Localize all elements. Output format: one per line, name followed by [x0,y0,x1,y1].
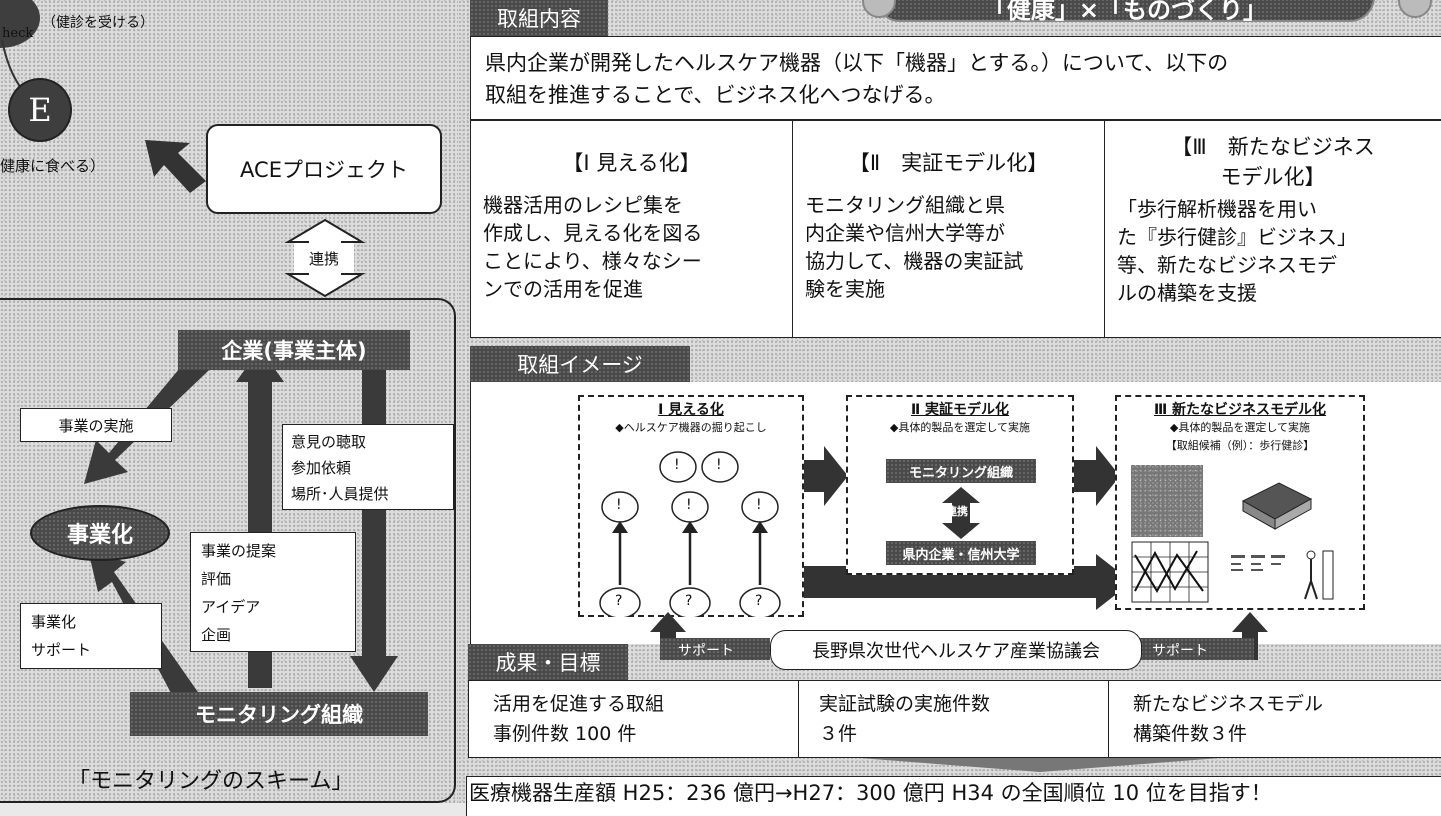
device-image [1241,482,1313,530]
col-1-line-1: 機器活用のレシピ集を [483,193,683,217]
support-line-2: サポート [31,641,92,659]
section-result: 成果・目標 [468,644,628,680]
excl-1: ! [674,457,680,473]
col-3-line-4: ルの構築を支援 [1117,281,1257,305]
gait-chart [1131,541,1209,603]
col-1: 【Ⅰ 見える化】 機器活用のレシピ集を 作成し、見える化を図る ことにより、様々… [471,121,793,337]
col-3-line-3: 等、新たなビジネスモデ [1117,253,1337,277]
excl-2: ! [716,457,722,473]
opinion-line-1: 意見の聴取 [291,433,367,451]
image-box-3: Ⅲ 新たなビジネスモデル化 ◆具体的製品を選定して実施 【取組候補（例）：歩行健… [1115,395,1365,610]
result-1: 活用を促進する取組 事例件数 100 件 [469,681,799,757]
image-box-1: Ⅰ 見える化 ◆ヘルスケア機器の掘り起こし ! ! ! ! ! ? ? ? [578,395,804,617]
support-right-label: サポート [1152,643,1208,659]
commercialize-ellipse: 事業化 [30,505,170,561]
result-3-line-1: 新たなビジネスモデル [1133,693,1324,715]
excl-4: ! [686,497,692,513]
img2-bottom: 県内企業・信州大学 [886,541,1036,565]
down-chevron [860,758,1220,772]
ques-3: ? [755,593,763,609]
council-box: 長野県次世代ヘルスケア産業協議会 [770,630,1142,670]
col-2-line-2: 内企業や信州大学等が [805,221,1005,245]
result-2-line-1: 実証試験の実施件数 [819,693,991,715]
img2-sub: ◆具体的製品を選定して実施 [889,421,1031,434]
result-3: 新たなビジネスモデル 構築件数３件 [1109,681,1441,757]
proposal-line-1: 事業の提案 [201,542,277,560]
col-1-line-3: ことにより、様々なシー [483,249,702,273]
intro-box: 県内企業が開発したヘルスケア機器（以下「機器」とする。）について、以下の 取組を… [470,36,1441,120]
support-line-1: 事業化 [31,613,77,631]
e-glyph: E [28,91,52,129]
opinion-line-3: 場所･人員提供 [291,485,389,503]
opinion-line-2: 参加依頼 [291,459,352,477]
support-box: 事業化 サポート [20,603,162,669]
col-1-title: 【Ⅰ 見える化】 [562,151,701,175]
proposal-line-4: 企画 [201,626,232,644]
img2-title: Ⅱ 実証モデル化 [910,402,1010,418]
col-1-line-2: 作成し、見える化を図る [483,221,703,245]
report-image [1231,550,1334,600]
ques-2: ? [685,593,693,609]
result-2-line-2: ３件 [819,723,858,745]
photo-person [1131,465,1203,537]
excl-3: ! [616,497,622,513]
intro-line-1: 県内企業が開発したヘルスケア機器（以下「機器」とする。）について、以下の [485,51,1229,75]
check-glyph: heck [2,26,34,41]
img3-note: 【取組候補（例）：歩行健診】 [1165,439,1315,452]
img2-link: 連携 [946,505,968,518]
arrow-to-ace [145,140,206,193]
col-3: 【Ⅲ 新たなビジネス モデル化】 「歩行解析機器を用い た『歩行健診』ビジネス」… [1105,121,1441,337]
col-3-line-2: た『歩行健診』ビジネス」 [1117,225,1357,249]
ace-project-box: ACEプロジェクト [206,124,442,214]
bottom-goal-line: 医療機器生産額 H25：236 億円→H27：300 億円 H34 の全国順位 … [466,776,1441,816]
ace-project-label: ACEプロジェクト [240,158,408,182]
col-3-title: 【Ⅲ 新たなビジネス [1171,135,1375,159]
img1-title: Ⅰ 見える化 [658,402,724,418]
col-2-line-4: 験を実施 [805,277,885,301]
col-2-line-1: モニタリング組織と県 [805,193,1005,217]
section-image: 取組イメージ [470,346,690,382]
business-impl-box: 事業の実施 [20,408,172,442]
result-3-line-2: 構築件数３件 [1133,723,1248,745]
support-left-label: サポート [678,643,734,659]
scheme-frame [0,298,456,803]
col-1-line-4: ンでの活用を促進 [483,277,643,301]
proposal-line-3: アイデア [201,598,261,616]
support-bar-left [660,638,770,660]
proposal-line-2: 評価 [201,570,232,588]
monitoring-org-bar: モニタリング組織 [130,692,428,736]
eat-caption: 健康に食べる） [0,157,106,175]
col-3-line-1: 「歩行解析機器を用い [1117,197,1317,221]
result-1-line-2: 事例件数 100 件 [493,723,637,745]
scheme-caption: 「モニタリングのスキーム」 [68,769,354,794]
img3-title: Ⅲ 新たなビジネスモデル化 [1153,402,1327,418]
result-2: 実証試験の実施件数 ３件 [799,681,1109,757]
check-caption: （健診を受ける） [42,15,154,31]
img2-top: モニタリング組織 [886,459,1036,483]
e-circle: E [10,80,70,140]
support-bar-right [1128,638,1254,660]
title-bubble: 「健康」×「ものづくり」 [875,0,1375,24]
col-2-line-3: 協力して、機器の実証試 [805,249,1024,273]
result-1-line-1: 活用を促進する取組 [493,693,665,715]
excl-5: ! [756,497,762,513]
intro-line-2: 取組を推進することで、ビジネス化へつなげる。 [485,83,946,107]
img1-diagram [599,451,781,617]
col-3-title2: モデル化】 [1220,165,1326,189]
company-bar: 企業(事業主体) [178,330,410,370]
renkei-label: 連携 [294,243,354,273]
col-2: 【Ⅱ 実証モデル化】 モニタリング組織と県 内企業や信州大学等が 協力して、機器… [793,121,1105,337]
col-2-title: 【Ⅱ 実証モデル化】 [848,151,1049,175]
proposal-box: 事業の提案 評価 アイデア 企画 [190,532,356,652]
img1-sub: ◆ヘルスケア機器の掘り起こし [615,421,767,434]
columns-row: 【Ⅰ 見える化】 機器活用のレシピ集を 作成し、見える化を図る ことにより、様々… [470,120,1441,338]
support-up-arrows [650,612,1268,660]
image-box-2: Ⅱ 実証モデル化 ◆具体的製品を選定して実施 モニタリング組織 連携 県内企業・… [846,395,1074,575]
img2-link-arrow [942,487,980,539]
section-torikumi: 取組内容 [470,0,608,36]
opinion-box: 意見の聴取 参加依頼 場所･人員提供 [282,424,454,510]
ques-1: ? [615,593,623,609]
results-row: 活用を促進する取組 事例件数 100 件 実証試験の実施件数 ３件 新たなビジネ… [468,680,1441,758]
img3-sub: ◆具体的製品を選定して実施 [1169,421,1311,434]
